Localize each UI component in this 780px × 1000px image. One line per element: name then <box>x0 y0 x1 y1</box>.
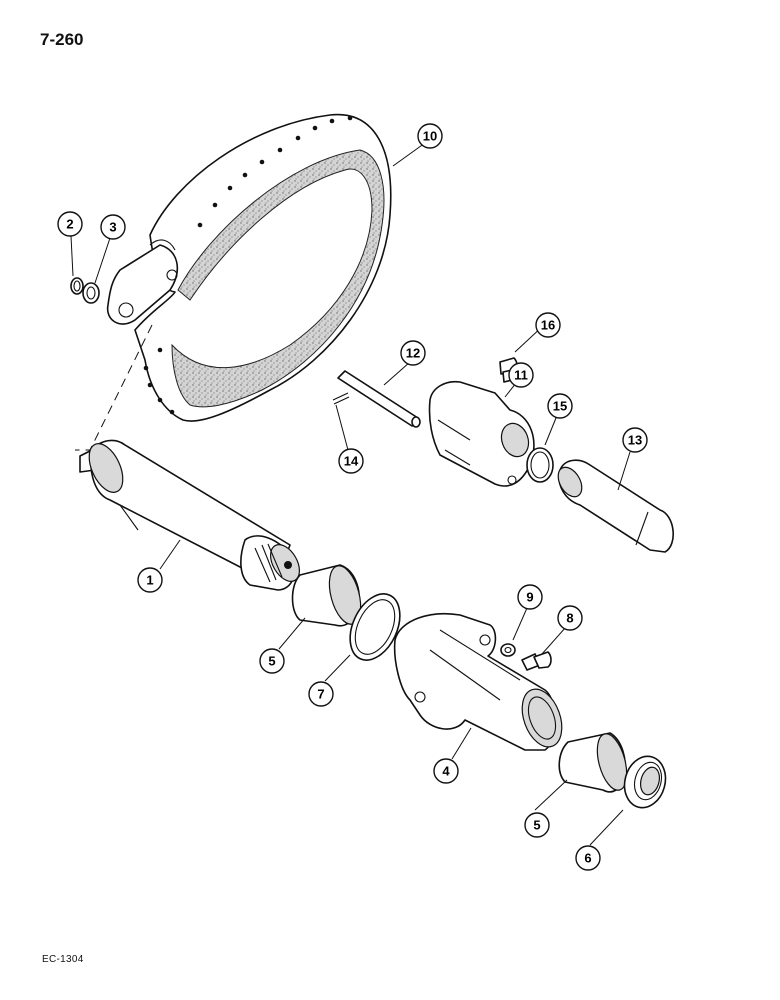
callout-label: 12 <box>406 346 420 361</box>
callout-label: 14 <box>344 454 359 469</box>
bushing-lower <box>558 732 628 793</box>
callout-15: 15 <box>547 393 573 419</box>
leader-lines <box>70 142 631 846</box>
callout-label: 1 <box>146 573 153 588</box>
callout-3: 3 <box>100 214 126 240</box>
oil-seal <box>623 755 667 809</box>
snap-ring <box>70 277 84 295</box>
o-ring-small <box>526 447 554 483</box>
bushing-upper <box>291 564 362 627</box>
callout-13: 13 <box>622 427 648 453</box>
cotter-pin <box>332 392 350 405</box>
callout-label: 11 <box>514 368 528 383</box>
callout-6: 6 <box>575 845 601 871</box>
band-rivet-holes <box>143 115 353 415</box>
callout-label: 15 <box>553 399 567 414</box>
callout-label: 2 <box>66 217 73 232</box>
brake-band <box>106 113 392 422</box>
callout-label: 4 <box>442 764 450 779</box>
callout-label: 3 <box>109 220 116 235</box>
washer <box>82 282 100 304</box>
callout-label: 9 <box>526 590 533 605</box>
callout-5-upper: 5 <box>259 648 285 674</box>
callout-11: 11 <box>508 362 534 388</box>
callout-label: 6 <box>584 851 591 866</box>
callout-1: 1 <box>137 567 163 593</box>
callout-label: 7 <box>317 687 324 702</box>
callout-10: 10 <box>417 123 443 149</box>
callout-2: 2 <box>57 211 83 237</box>
callout-label: 16 <box>541 318 555 333</box>
callout-8: 8 <box>557 605 583 631</box>
callout-label: 13 <box>628 433 642 448</box>
shaft-housing <box>393 612 563 751</box>
callout-label: 8 <box>566 611 573 626</box>
o-ring-large <box>349 593 401 661</box>
lock-washer <box>500 643 516 657</box>
callout-14: 14 <box>338 448 364 474</box>
clevis-pin <box>337 370 421 428</box>
cap-screw <box>521 651 552 671</box>
page-number: 7-260 <box>40 30 84 49</box>
callout-16: 16 <box>535 312 561 338</box>
band-bracket <box>428 380 535 487</box>
anchor-pin <box>557 459 674 553</box>
callout-4: 4 <box>433 758 459 784</box>
brake-shaft <box>79 439 301 591</box>
callout-9: 9 <box>517 584 543 610</box>
callout-label: 5 <box>268 654 275 669</box>
callout-label: 10 <box>423 129 437 144</box>
callout-label: 5 <box>533 818 540 833</box>
callout-5-lower: 5 <box>524 812 550 838</box>
callout-12: 12 <box>400 340 426 366</box>
callout-7: 7 <box>308 681 334 707</box>
figure-code: EC-1304 <box>42 954 84 965</box>
